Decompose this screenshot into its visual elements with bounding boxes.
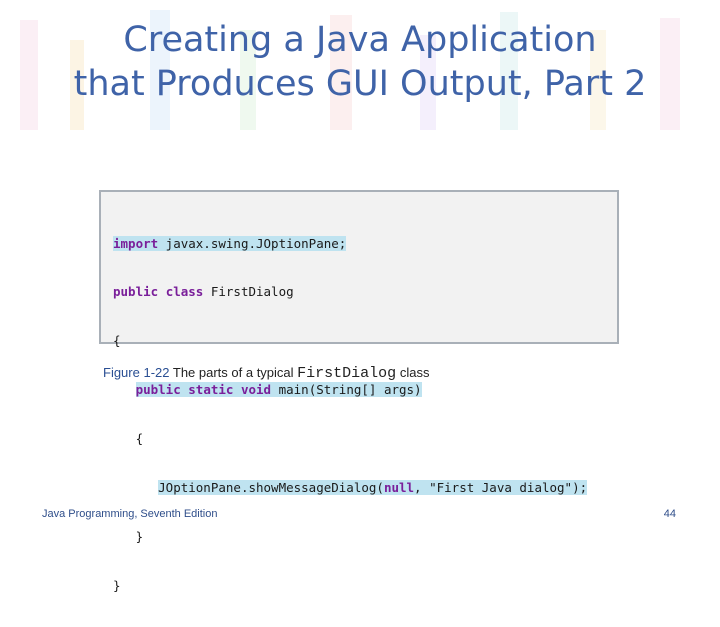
- code-line-8: }: [113, 577, 121, 593]
- code-text: main(String[] args): [271, 382, 422, 398]
- caption-text-after: class: [399, 365, 430, 380]
- code-indent: [113, 480, 158, 495]
- keyword: static: [188, 382, 234, 398]
- code-line-4: public static void main(String[] args): [113, 382, 587, 398]
- code-space: [158, 284, 166, 299]
- footer-book-title: Java Programming, Seventh Edition: [42, 508, 218, 520]
- caption-class-name: FirstDialog: [297, 365, 397, 382]
- keyword: public: [113, 284, 159, 300]
- code-listing: import javax.swing.JOptionPane; public c…: [113, 203, 588, 627]
- code-line-2: public class FirstDialog: [113, 284, 587, 300]
- code-line-3: {: [113, 333, 121, 349]
- background-decoration: [20, 10, 680, 130]
- slide-title: Creating a Java Application that Produce…: [20, 18, 700, 106]
- code-text: FirstDialog: [203, 284, 294, 300]
- code-line-6: JOptionPane.showMessageDialog(null, "Fir…: [113, 480, 588, 496]
- keyword: null: [383, 480, 415, 496]
- code-text: javax.swing.JOptionPane;: [158, 235, 347, 251]
- footer-page-number: 44: [663, 508, 676, 520]
- code-figure: import javax.swing.JOptionPane; public c…: [99, 190, 619, 593]
- code-text: , "First Java dialog");: [414, 480, 588, 496]
- title-line-2: that Produces GUI Output, Part 2: [73, 64, 647, 104]
- code-line-7: }: [113, 528, 144, 544]
- keyword: class: [165, 284, 204, 300]
- code-text: JOptionPane.showMessageDialog(: [158, 480, 384, 496]
- keyword: public: [135, 382, 181, 398]
- figure-number: Figure 1-22: [103, 365, 170, 380]
- caption-text-before: The parts of a typical: [172, 365, 294, 380]
- code-indent: [113, 382, 136, 397]
- code-line-5: {: [113, 431, 144, 447]
- title-line-1: Creating a Java Application: [123, 20, 597, 60]
- code-line-1: import javax.swing.JOptionPane;: [113, 235, 587, 252]
- figure-caption: Figure 1-22 The parts of a typical First…: [103, 365, 429, 382]
- keyword: void: [240, 382, 272, 398]
- keyword: import: [113, 235, 159, 251]
